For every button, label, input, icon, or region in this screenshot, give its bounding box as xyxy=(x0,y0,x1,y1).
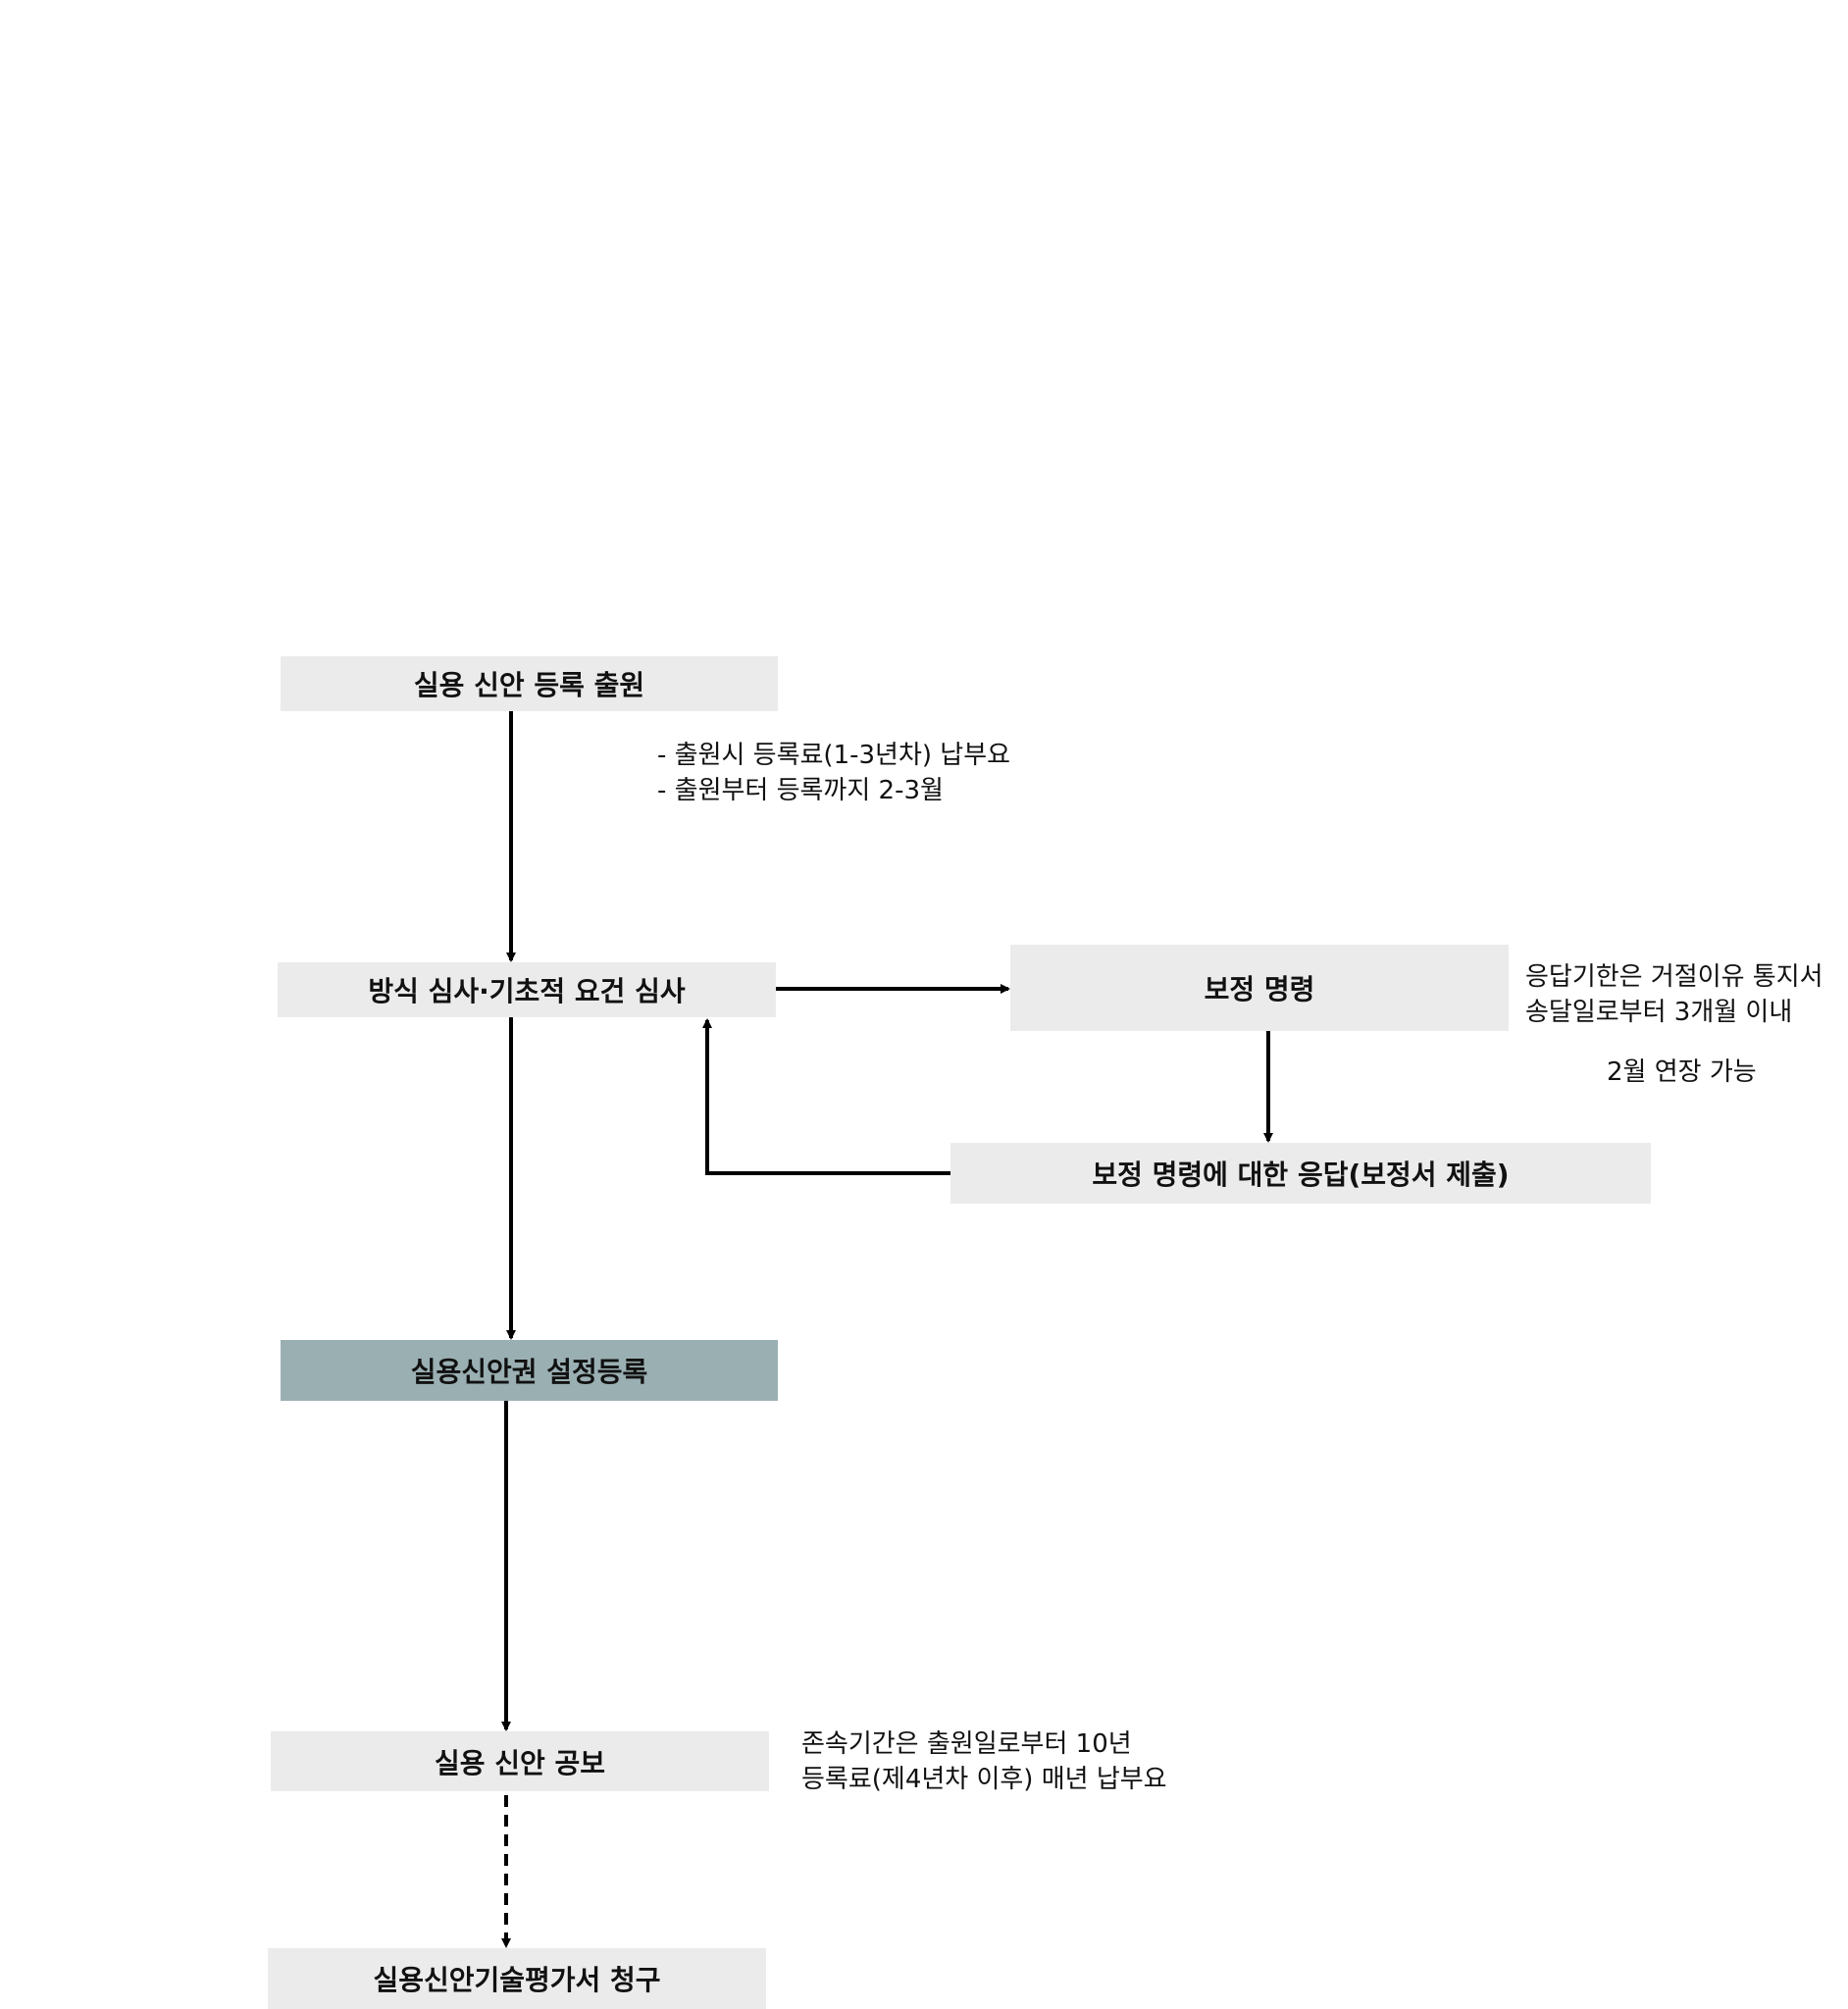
node-publication: 실용 신안 공보 xyxy=(271,1731,769,1791)
note-extension: 2월 연장 가능 xyxy=(1607,1057,1757,1087)
node-label: 실용신안기술평가서 청구 xyxy=(373,1964,661,1996)
node-registration: 실용신안권 설정등록 xyxy=(281,1340,778,1401)
node-filing: 실용 신안 등록 출원 xyxy=(281,656,778,711)
note-filing: - 출원시 등록료(1-3년차) 납부요 - 출원부터 등록까지 2-3월 xyxy=(657,738,1010,808)
node-formality-exam: 방식 심사·기초적 요건 심사 xyxy=(278,962,776,1017)
node-amendment-response: 보정 명령에 대한 응답(보정서 제출) xyxy=(950,1143,1651,1204)
note-line: 존속기간은 출원일로부터 10년 xyxy=(801,1729,1132,1759)
node-amendment-order: 보정 명령 xyxy=(1010,945,1509,1031)
note-line: - 출원부터 등록까지 2-3월 xyxy=(657,776,944,805)
node-tech-eval-request: 실용신안기술평가서 청구 xyxy=(268,1948,766,2009)
node-label: 보정 명령 xyxy=(1204,973,1315,1005)
note-publication: 존속기간은 출원일로부터 10년 등록료(제4년차 이후) 매년 납부요 xyxy=(801,1726,1167,1797)
node-label: 보정 명령에 대한 응답(보정서 제출) xyxy=(1092,1159,1510,1191)
arrow-response-to-exam xyxy=(702,1018,950,1175)
node-label: 실용 신안 공보 xyxy=(434,1746,606,1779)
node-label: 실용신안권 설정등록 xyxy=(410,1356,648,1388)
note-line: - 출원시 등록료(1-3년차) 납부요 xyxy=(657,741,1011,770)
note-line: 등록료(제4년차 이후) 매년 납부요 xyxy=(801,1765,1167,1794)
node-label: 방식 심사·기초적 요건 심사 xyxy=(368,975,686,1007)
note-line: 응답기한은 거절이유 통지서 xyxy=(1525,962,1823,992)
note-amendment: 응답기한은 거절이유 통지서 송달일로부터 3개월 이내 xyxy=(1525,959,1823,1030)
note-line: 송달일로부터 3개월 이내 xyxy=(1525,998,1793,1027)
node-label: 실용 신안 등록 출원 xyxy=(413,669,645,701)
